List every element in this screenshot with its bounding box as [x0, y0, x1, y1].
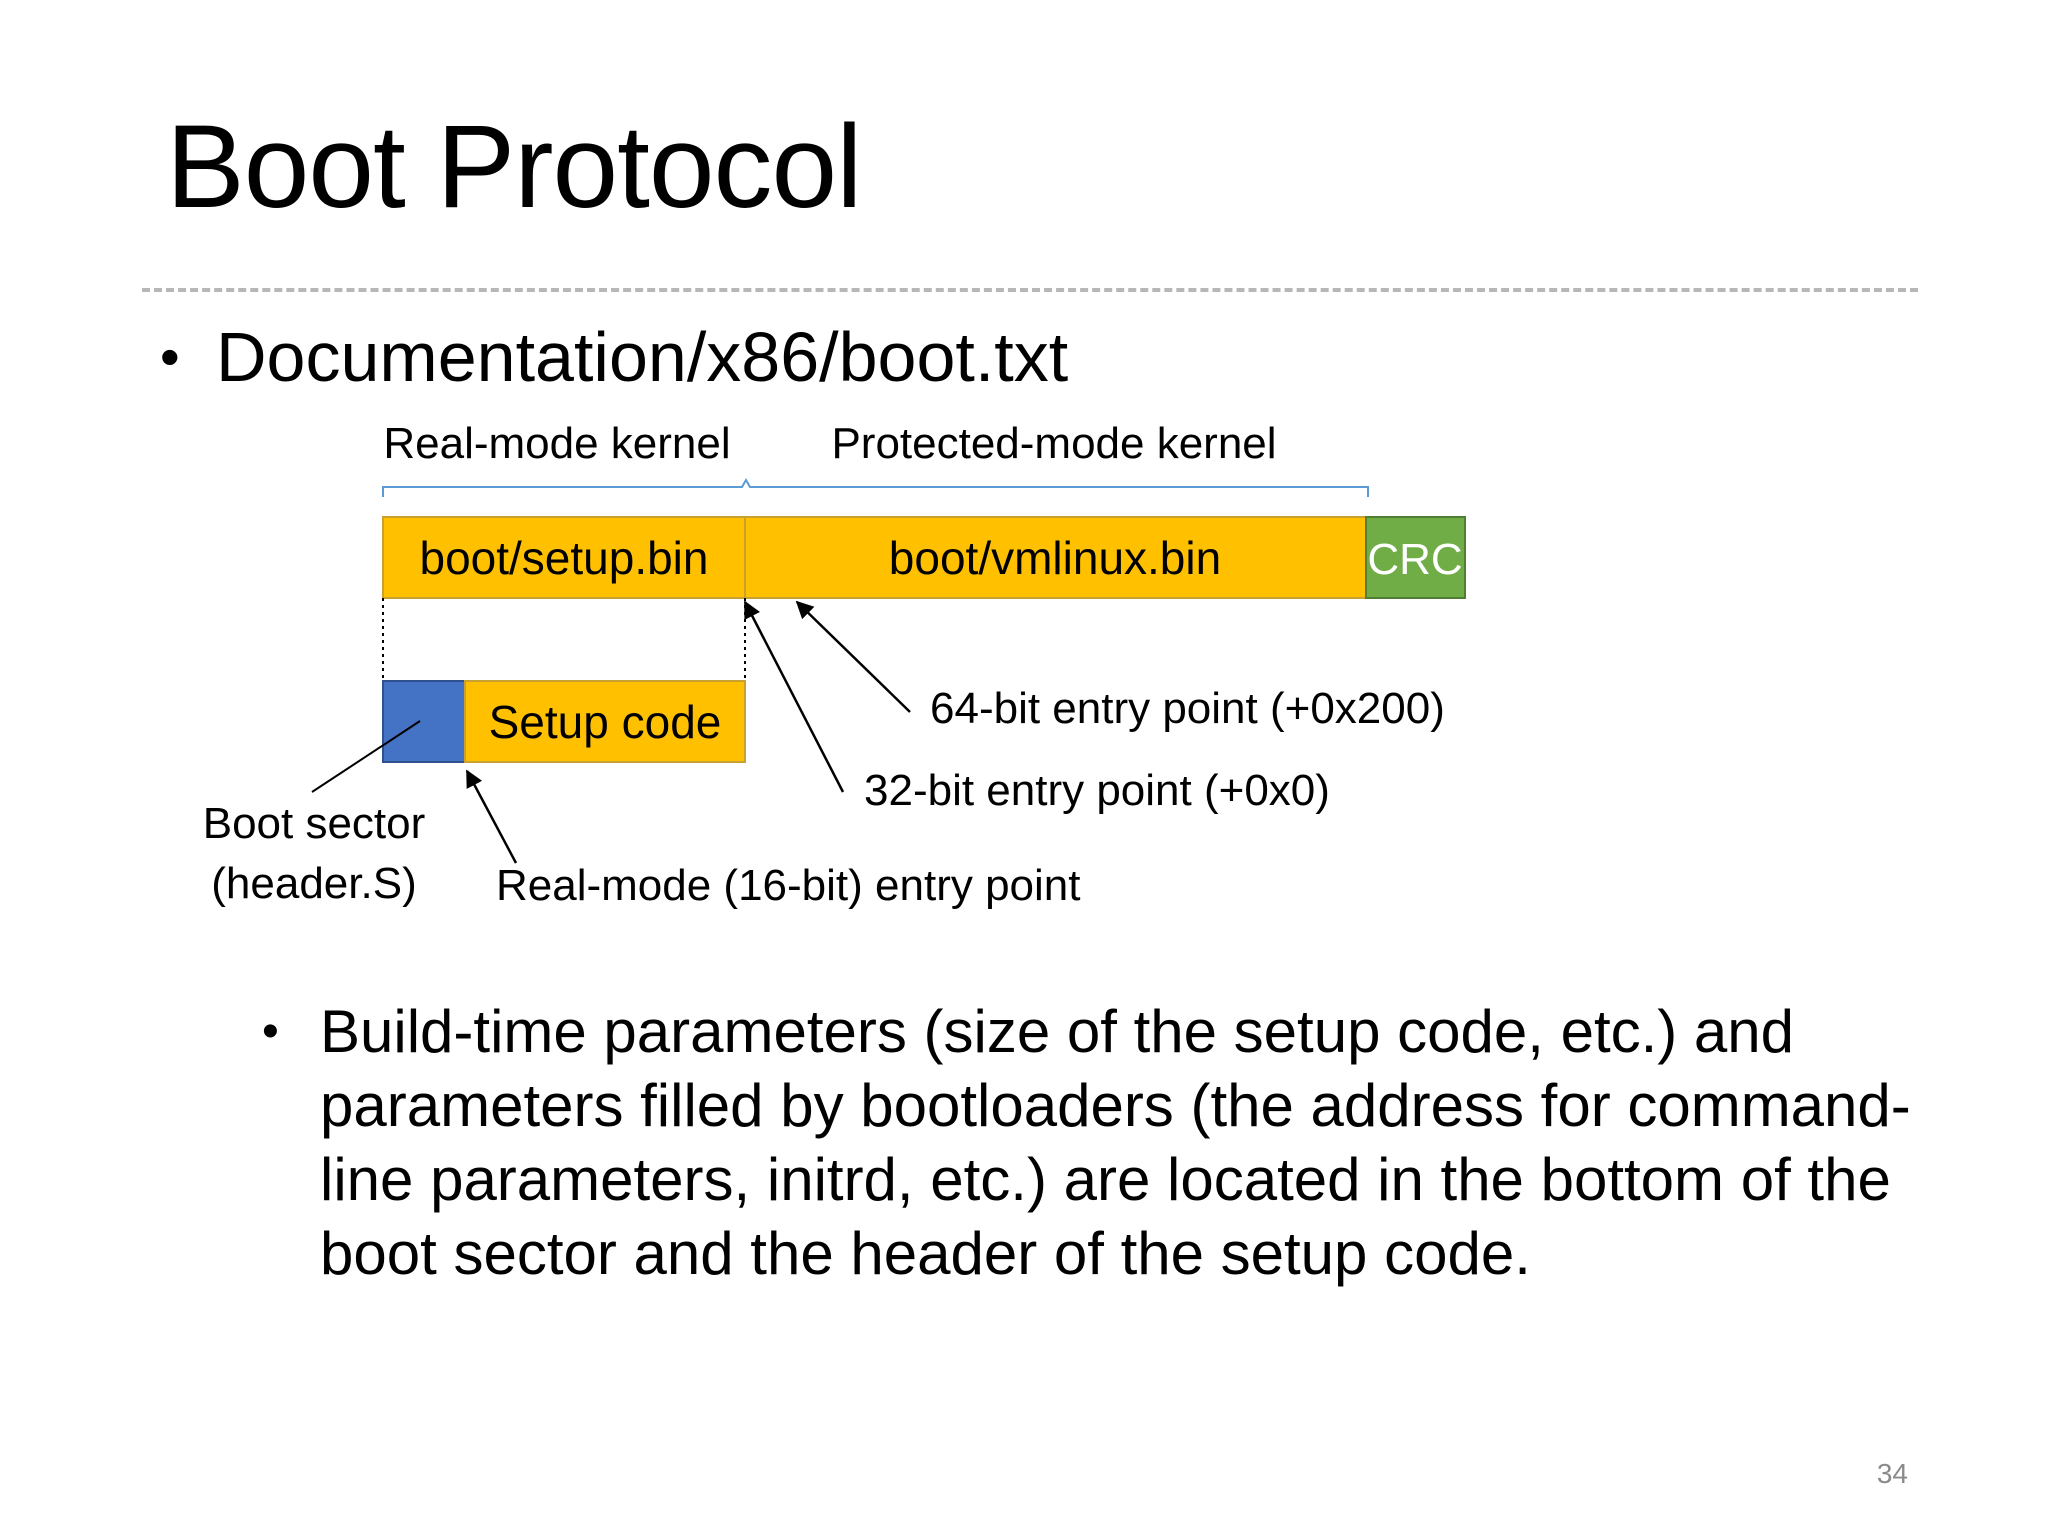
entry32-label: 32-bit entry point (+0x0)	[864, 766, 1330, 815]
entry32-arrow	[743, 600, 845, 793]
region-brace	[382, 477, 1369, 497]
boot-sector-pointer	[311, 720, 421, 793]
crc-label: CRC	[1367, 535, 1462, 584]
sub-bullet-dot: •	[262, 1005, 279, 1058]
crc-block	[1365, 516, 1466, 599]
bullet-documentation-text: Documentation/x86/boot.txt	[216, 318, 1069, 396]
protectedmode-kernel-label: Protected-mode kernel	[831, 419, 1276, 468]
bullet-documentation: • Documentation/x86/boot.txt	[160, 322, 1068, 392]
entry64-label: 64-bit entry point (+0x200)	[930, 684, 1445, 733]
setup-bin-block	[382, 516, 746, 599]
realmode-entry-label: Real-mode (16-bit) entry point	[496, 861, 1080, 910]
page-number: 34	[1876, 1458, 1908, 1489]
bullet-build-time-params-text: Build-time parameters (size of the setup…	[320, 998, 1911, 1287]
vmlinux-bin-block	[744, 516, 1367, 599]
setup-bin-label: boot/setup.bin	[419, 532, 708, 584]
boot-sector-block	[382, 680, 466, 763]
bullet-build-time-params: • Build-time parameters (size of the set…	[262, 995, 1980, 1291]
setup-code-label: Setup code	[489, 696, 722, 748]
boot-sector-label: Boot sector	[203, 799, 426, 848]
slide-title: Boot Protocol	[166, 101, 862, 233]
realmode-entry-arrow	[465, 769, 518, 864]
realmode-kernel-label: Real-mode kernel	[383, 419, 730, 468]
setup-code-block	[464, 680, 746, 763]
title-divider	[142, 288, 1918, 292]
boot-sector-file-label: (header.S)	[211, 859, 416, 908]
vmlinux-bin-label: boot/vmlinux.bin	[889, 532, 1221, 584]
bullet-dot: •	[160, 325, 180, 388]
entry64-arrow	[795, 600, 911, 713]
